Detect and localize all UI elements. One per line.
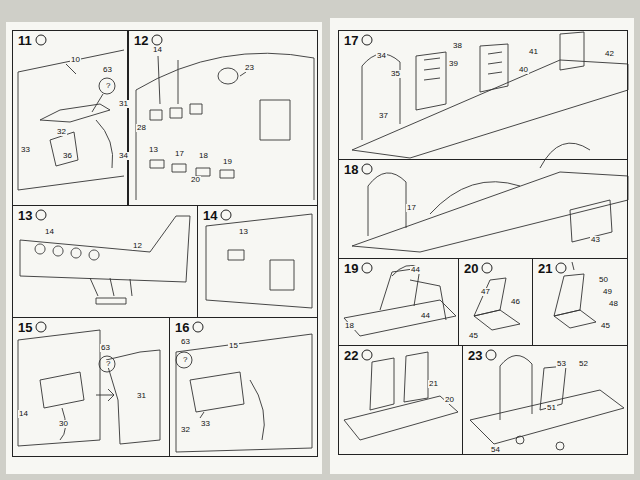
step-panel: 16 [169, 317, 318, 457]
callout-number: 44 [410, 266, 421, 274]
step-panel: 23 [462, 345, 628, 455]
step-number: 12 [134, 34, 148, 47]
callout-number: 21 [428, 380, 439, 388]
callout-number: 33 [200, 420, 211, 428]
callout-number: 41 [528, 48, 539, 56]
callout-number: 43 [590, 236, 601, 244]
callout-number: 44 [420, 312, 431, 320]
callout-number: 32 [180, 426, 191, 434]
step-number: 19 [344, 262, 358, 275]
callout-number: 40 [518, 66, 529, 74]
callout-number: 17 [406, 204, 417, 212]
callout-number: 42 [604, 50, 615, 58]
callout-number: 23 [244, 64, 255, 72]
step-number: 17 [344, 34, 358, 47]
callout-number: 12 [132, 242, 143, 250]
step-number: 13 [18, 209, 32, 222]
step-icon [35, 209, 47, 221]
step-icon [35, 321, 47, 333]
step-number: 16 [175, 321, 189, 334]
step-icon [361, 163, 373, 175]
callout-number: 19 [222, 158, 233, 166]
callout-number: 51 [546, 404, 557, 412]
step-panel: 13 [12, 205, 198, 318]
step-icon [361, 349, 373, 361]
callout-number: 34 [118, 152, 129, 160]
step-number: 21 [538, 262, 552, 275]
callout-number: 10 [70, 56, 81, 64]
step-number: 14 [203, 209, 217, 222]
callout-number: 34 [376, 52, 387, 60]
callout-number: 63 [102, 66, 113, 74]
step-icon [192, 321, 204, 333]
callout-number: ? [105, 82, 111, 90]
step-number: 20 [464, 262, 478, 275]
step-icon [481, 262, 493, 274]
step-panel: 14 [197, 205, 318, 318]
step-number: 18 [344, 163, 358, 176]
callout-number: ? [182, 356, 188, 364]
callout-number: 13 [238, 228, 249, 236]
callout-number: 63 [180, 338, 191, 346]
callout-number: 46 [510, 298, 521, 306]
callout-number: 50 [598, 276, 609, 284]
callout-number: 31 [118, 100, 129, 108]
step-panel: 12 [128, 30, 318, 206]
callout-number: 14 [44, 228, 55, 236]
step-number: 22 [344, 349, 358, 362]
callout-number: 54 [490, 446, 501, 454]
step-icon [361, 34, 373, 46]
callout-number: 49 [602, 288, 613, 296]
callout-number: 14 [18, 410, 29, 418]
step-number: 11 [18, 34, 32, 47]
callout-number: 45 [468, 332, 479, 340]
callout-number: 18 [198, 152, 209, 160]
callout-number: 18 [344, 322, 355, 330]
callout-number: ? [105, 360, 111, 368]
callout-number: 33 [20, 146, 31, 154]
callout-number: 52 [578, 360, 589, 368]
callout-number: 15 [228, 342, 239, 350]
callout-number: 20 [444, 396, 455, 404]
callout-number: 32 [56, 128, 67, 136]
right-page [330, 18, 634, 474]
callout-number: 53 [556, 360, 567, 368]
step-icon [220, 209, 232, 221]
step-icon [555, 262, 567, 274]
step-icon [361, 262, 373, 274]
callout-number: 31 [136, 392, 147, 400]
callout-number: 38 [452, 42, 463, 50]
callout-number: 48 [608, 300, 619, 308]
step-number: 15 [18, 321, 32, 334]
step-icon [35, 34, 47, 46]
callout-number: 36 [62, 152, 73, 160]
callout-number: 28 [136, 124, 147, 132]
callout-number: 13 [148, 146, 159, 154]
callout-number: 47 [480, 288, 491, 296]
step-panel: 19 [338, 258, 459, 346]
callout-number: 45 [600, 322, 611, 330]
step-panel: 15 [12, 317, 170, 457]
callout-number: 63 [100, 344, 111, 352]
step-panel: 18 [338, 159, 628, 259]
callout-number: 39 [448, 60, 459, 68]
callout-number: 37 [378, 112, 389, 120]
callout-number: 17 [174, 150, 185, 158]
step-number: 23 [468, 349, 482, 362]
callout-number: 14 [152, 46, 163, 54]
step-icon [485, 349, 497, 361]
step-icon [151, 34, 163, 46]
left-page [6, 22, 322, 474]
step-panel: 17 [338, 30, 628, 160]
callout-number: 30 [58, 420, 69, 428]
callout-number: 35 [390, 70, 401, 78]
callout-number: 20 [190, 176, 201, 184]
